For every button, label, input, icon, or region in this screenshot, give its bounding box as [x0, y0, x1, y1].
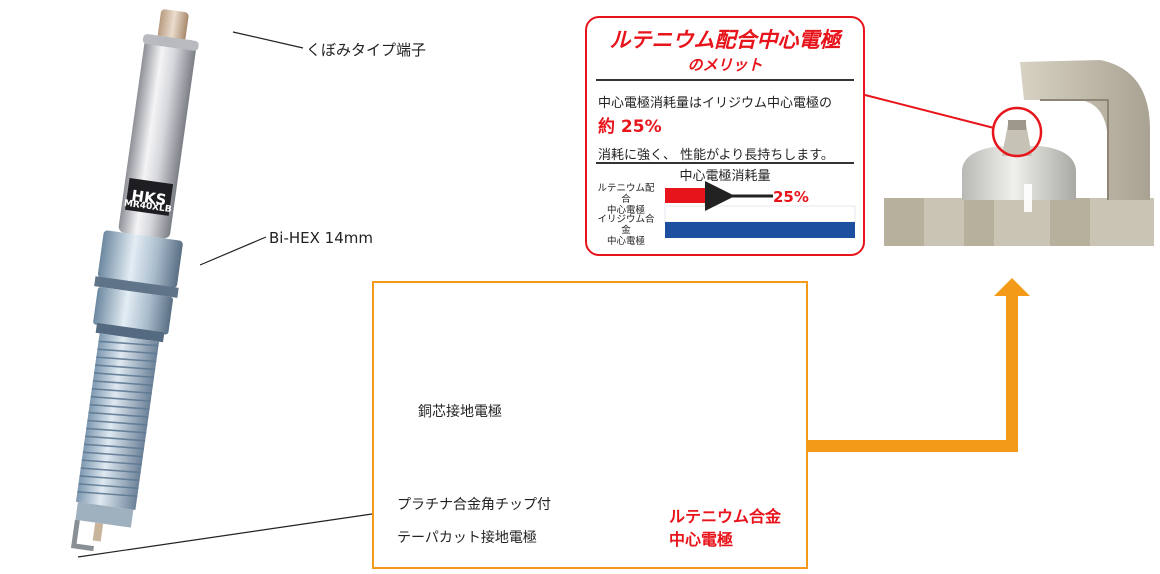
callout-divider-bottom — [596, 162, 854, 164]
plug-brand-text: HKS — [130, 187, 167, 210]
label-copper-electrode: 銅芯接地電極 — [418, 404, 502, 420]
bar-ruthenium — [665, 188, 713, 203]
bar-value-label: 25% — [773, 188, 809, 206]
plug-ground-electrode — [70, 519, 94, 552]
leader-hex — [199, 236, 267, 266]
label-taper-line2: テーパカット接地電極 — [397, 530, 537, 546]
bar2-label-line1: イリジウム合金 — [597, 214, 655, 236]
bar1-label: ルテニウム配合 中心電極 — [593, 183, 659, 216]
label-terminal: くぼみタイプ端子 — [306, 41, 427, 59]
callout-leader — [864, 94, 995, 129]
chart-title: 中心電極消耗量 — [679, 169, 771, 184]
bar-iridium-blue — [665, 222, 855, 238]
plug-thread — [75, 333, 160, 511]
bar2-label: イリジウム合金 中心電極 — [593, 214, 659, 247]
detail-panel — [372, 281, 808, 569]
consumption-bars: 25% — [664, 181, 856, 238]
highlight-electrode-tip — [991, 106, 1043, 158]
callout-subtitle: のメリット — [687, 56, 763, 74]
callout-text1: 中心電極消耗量はイリジウム中心電極の — [598, 96, 833, 111]
label-taper-line1: プラチナ合金角チップ付 — [397, 497, 551, 513]
callout-text2: 消耗に強く、 性能がより長持ちします。 — [598, 148, 834, 163]
benefit-callout: ルテニウム配合中心電極 のメリット 中心電極消耗量はイリジウム中心電極の 約 2… — [585, 16, 865, 256]
label-ruthenium-line1: ルテニウム合金 — [669, 507, 782, 526]
orange-arrowhead — [994, 278, 1030, 296]
plug-hex — [97, 230, 183, 289]
label-ruthenium-line2: 中心電極 — [669, 530, 734, 549]
callout-title: ルテニウム配合中心電極 — [609, 28, 841, 52]
callout-divider-top — [596, 79, 854, 81]
bar2-label-line2: 中心電極 — [606, 236, 645, 247]
bar-iridium-white — [664, 205, 856, 223]
orange-connector-arrow — [808, 296, 1018, 452]
leader-tip — [77, 513, 373, 558]
leader-terminal — [232, 31, 304, 49]
label-hex: Bi-HEX 14mm — [269, 229, 373, 247]
bar1-label-line2: 中心電極 — [606, 205, 645, 216]
spark-plug-image — [70, 9, 199, 552]
plug-logo-panel — [125, 178, 174, 216]
electrode-cutaway-image — [884, 60, 1154, 246]
callout-highlight: 約 25% — [598, 117, 662, 137]
bar1-label-line1: ルテニウム配合 — [597, 183, 655, 205]
plug-terminal — [157, 9, 189, 42]
